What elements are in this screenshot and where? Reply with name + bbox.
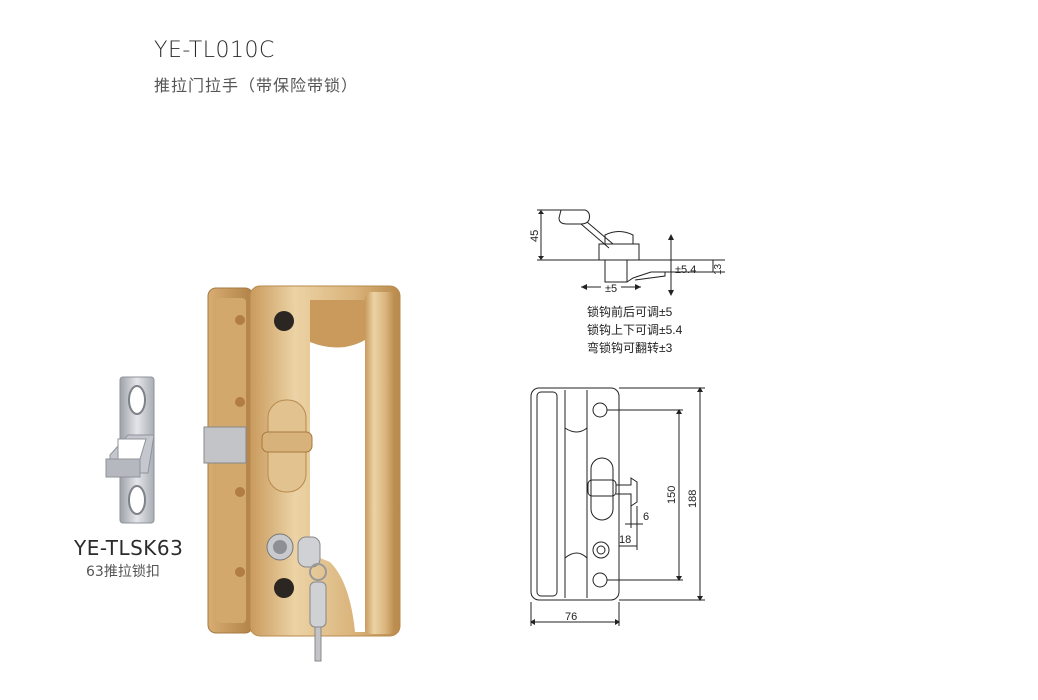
product-code: YE-TL010C (154, 38, 275, 63)
dim-hole-spacing-label: 150 (666, 486, 678, 504)
dim-total-height-label: 188 (687, 490, 699, 508)
dim-hook-offset-label: 18 (619, 534, 631, 546)
dim-offset-label: 13 (713, 263, 724, 275)
dim-height-label: 45 (529, 230, 541, 242)
accessory-code: YE-TLSK63 (74, 536, 184, 560)
dim-hook-width-label: 6 (643, 511, 649, 523)
note-front-back: 锁钩前后可调±5 (587, 305, 673, 319)
accessory-name: 63推拉锁扣 (86, 564, 160, 580)
dim-width-label: 76 (565, 611, 577, 623)
note-rotate: 弯锁钩可翻转±3 (587, 341, 673, 355)
handle-image (203, 285, 401, 662)
front-view-diagram: 76 188 150 6 18 (530, 387, 705, 626)
adjust-notes: 锁钩前后可调±5 锁钩上下可调±5.4 弯锁钩可翻转±3 (587, 303, 682, 357)
dim-vertical-adjust: ±5.4 (675, 264, 696, 276)
side-view-diagram: 45 ±5.4 13 ±5 (529, 209, 725, 296)
dim-horizontal-adjust: ±5 (605, 283, 617, 295)
product-name: 推拉门拉手（带保险带锁） (154, 76, 359, 95)
strike-plate-image (105, 376, 155, 524)
note-up-down: 锁钩上下可调±5.4 (587, 323, 683, 337)
